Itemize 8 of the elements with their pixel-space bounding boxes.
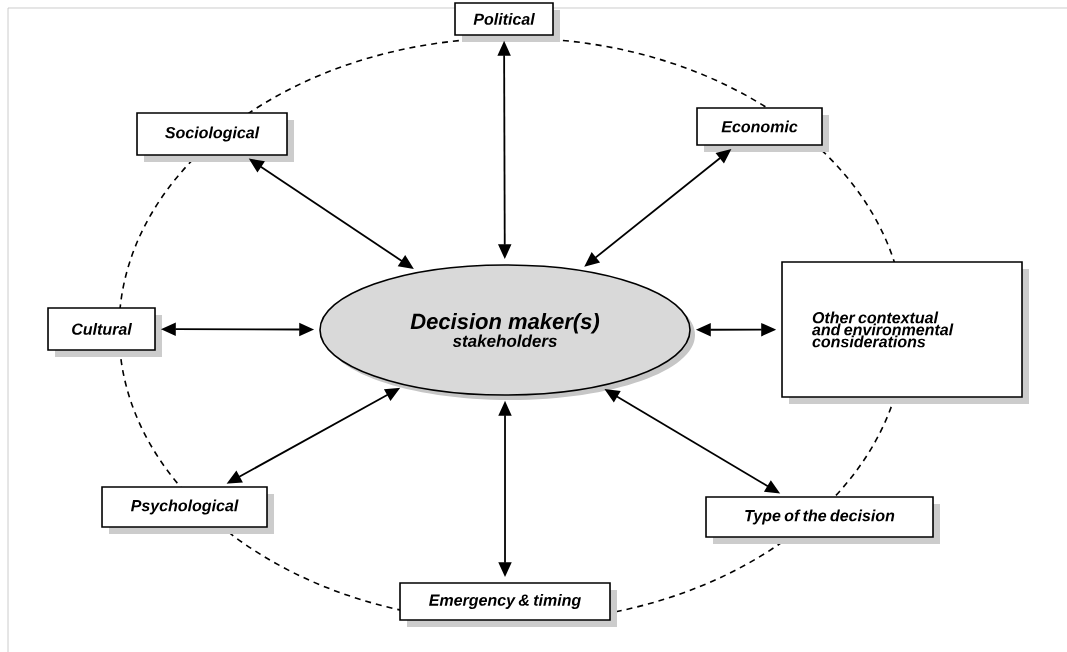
- factor-box: Cultural: [47, 307, 162, 357]
- factor-box: Economic: [696, 107, 829, 152]
- factor-box: Other contextual and environmental considerations: [781, 261, 1029, 404]
- factor-box: Type of the decision: [705, 496, 940, 544]
- factor-box: Sociological: [136, 112, 294, 162]
- factor-box: Political: [454, 2, 560, 42]
- factor-box: Psychological: [101, 486, 274, 534]
- factor-box: Emergency & timing: [399, 582, 617, 627]
